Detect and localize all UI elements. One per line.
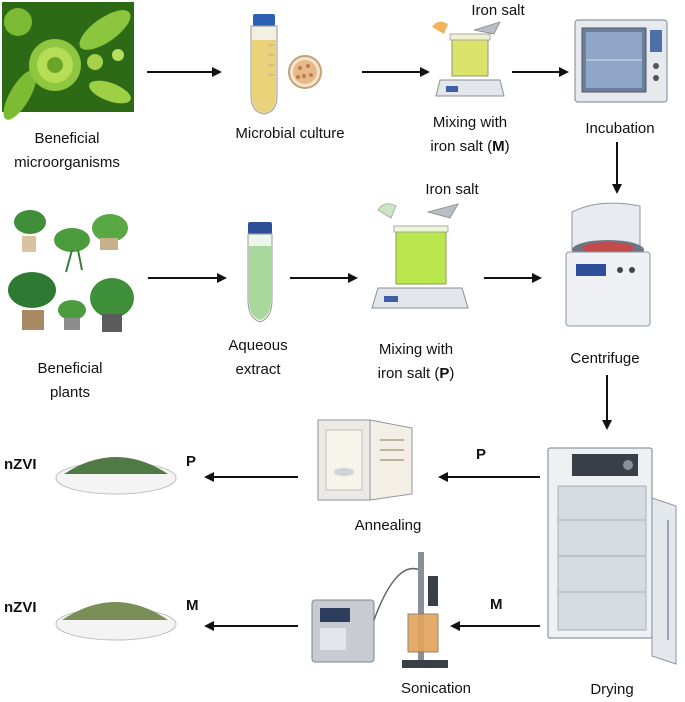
label-mixing-p-bold: P <box>439 365 449 382</box>
mixing-m-stirrer-icon <box>432 21 505 97</box>
extract-tube-icon <box>247 222 273 323</box>
label-mixing-m-bold: M <box>492 138 505 155</box>
label-m-marker-arrow: M <box>490 596 503 613</box>
label-mixing-p-1: Mixing with <box>379 341 453 358</box>
furnace-icon <box>317 419 413 501</box>
centrifuge-icon <box>565 202 651 327</box>
label-beneficial-plants-1: Beneficial <box>37 360 102 377</box>
bowl-p-icon <box>55 457 177 495</box>
label-m-marker-bowl: M <box>186 597 199 614</box>
label-aqueous-extract-2: extract <box>235 361 281 378</box>
label-p-marker-arrow: P <box>476 446 486 463</box>
label-beneficial-plants-2: plants <box>50 384 90 401</box>
label-p-marker-bowl: P <box>186 453 196 470</box>
label-drying: Drying <box>590 681 633 698</box>
label-mixing-m-1: Mixing with <box>433 114 507 131</box>
culture-dish-icon <box>288 55 322 89</box>
incubator-icon <box>574 19 668 103</box>
label-centrifuge: Centrifuge <box>570 350 639 367</box>
sonicator-icon <box>311 552 448 668</box>
label-mixing-p-close: ) <box>449 365 454 382</box>
drying-oven-icon <box>547 447 677 665</box>
label-aqueous-extract-1: Aqueous <box>228 337 287 354</box>
culture-tube-icon <box>250 14 278 115</box>
label-microbial-culture: Microbial culture <box>235 125 344 142</box>
label-nzvi-p: nZVI <box>4 456 37 473</box>
label-iron-salt-top: Iron salt <box>471 2 525 19</box>
label-mixing-p-2-text: iron salt ( <box>378 365 440 382</box>
label-beneficial-microorganisms-2: microorganisms <box>14 154 120 171</box>
mixing-p-stirrer-icon <box>371 203 469 309</box>
label-mixing-m-2: iron salt (M) <box>430 138 509 155</box>
label-mixing-m-close: ) <box>505 138 510 155</box>
label-annealing: Annealing <box>355 517 422 534</box>
label-mixing-p-2: iron salt (P) <box>378 365 455 382</box>
label-mixing-m-2-text: iron salt ( <box>430 138 492 155</box>
microorganisms-image <box>2 2 134 120</box>
label-iron-salt-mid: Iron salt <box>425 181 479 198</box>
label-sonication: Sonication <box>401 680 471 697</box>
bowl-m-icon <box>55 602 177 641</box>
label-beneficial-microorganisms-1: Beneficial <box>34 130 99 147</box>
label-incubation: Incubation <box>585 120 654 137</box>
plants-image <box>8 210 134 332</box>
label-nzvi-m: nZVI <box>4 599 37 616</box>
